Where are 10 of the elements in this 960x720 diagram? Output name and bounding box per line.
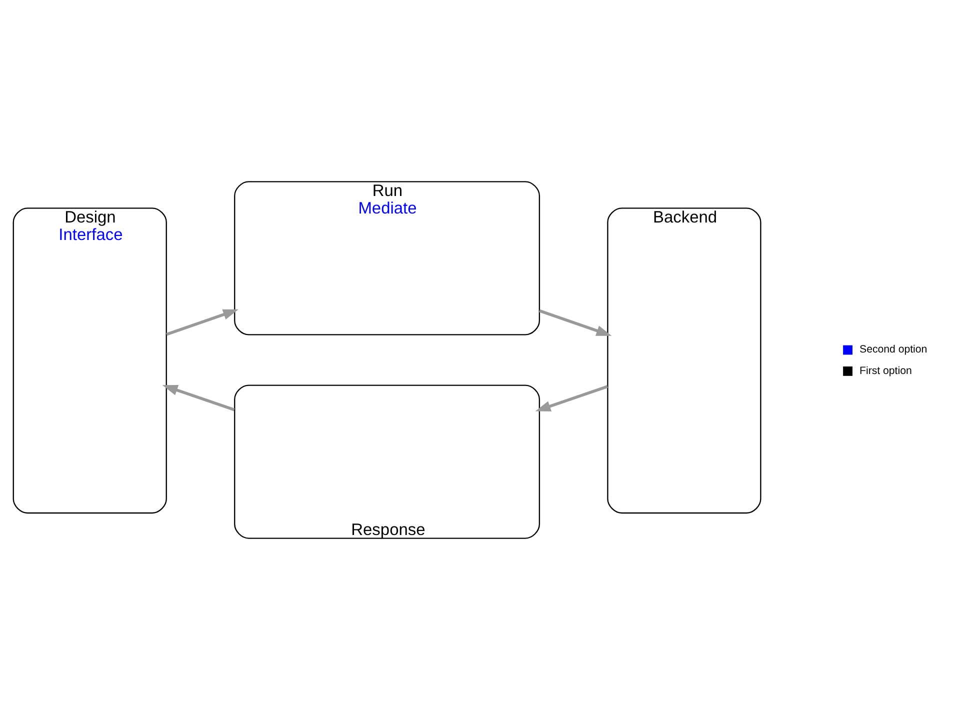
node-box: Response (234, 384, 540, 539)
node-box: Backend (607, 208, 762, 514)
arrow (535, 385, 608, 412)
legend-label: Second option (860, 344, 928, 356)
arrow (166, 309, 238, 336)
arrow (539, 309, 612, 336)
arrow (162, 384, 235, 412)
node-box: Run Mediate (234, 181, 540, 336)
legend-label: First option (860, 364, 912, 377)
node-box: Design Interface (12, 208, 167, 514)
